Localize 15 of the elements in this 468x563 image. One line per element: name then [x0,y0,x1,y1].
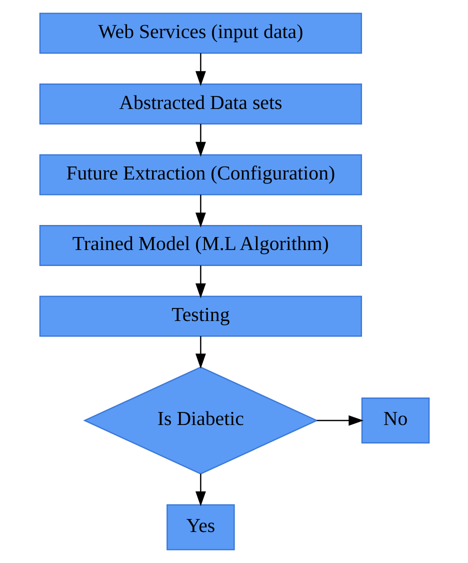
node-box: Future Extraction (Configuration) [38,154,362,196]
arrow [194,53,206,86]
arrow [194,474,206,506]
node-box: Abstracted Data sets [38,84,362,124]
arrow [194,336,206,369]
arrow [194,194,206,228]
node-box: Trained Model (M.L Algorithm) [38,225,362,266]
node-box: Yes [166,504,234,550]
node-box: Testing [38,296,362,337]
arrow [316,415,364,426]
node-diamond: Is Diabetic [82,366,318,475]
arrow [194,124,206,157]
node-box: No [360,398,430,444]
arrow [194,265,206,298]
node-box: Web Services (input data) [38,12,362,54]
